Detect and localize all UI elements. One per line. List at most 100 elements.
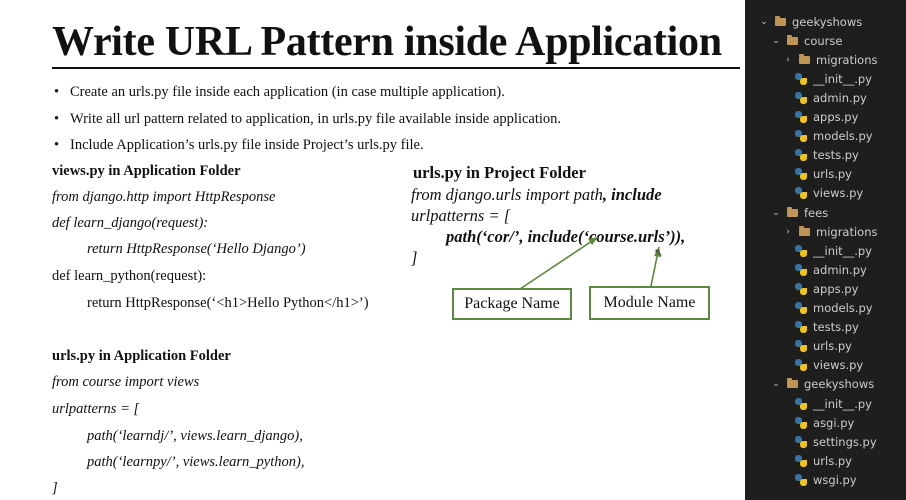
project-urls-code-line: ] <box>411 248 418 267</box>
chevron-down-icon[interactable]: ⌄ <box>772 379 780 390</box>
explorer-file-apps-py[interactable]: apps.py <box>745 279 906 298</box>
explorer-file-models-py[interactable]: models.py <box>745 299 906 318</box>
title-underline <box>52 67 740 69</box>
explorer-file-tests-py[interactable]: tests.py <box>745 146 906 165</box>
project-urls-path-line: path(‘cor/’, include(‘course.urls’)), <box>446 227 686 246</box>
explorer-item-label: urls.py <box>813 453 852 468</box>
explorer-item-label: fees <box>804 205 829 220</box>
project-urls-import-line: from django.urls import path, include <box>411 185 662 205</box>
explorer-file--init-py[interactable]: __init__.py <box>745 241 906 260</box>
explorer-file-settings-py[interactable]: settings.py <box>745 432 906 451</box>
python-file-icon <box>795 168 807 181</box>
explorer-folder-course[interactable]: ⌄ course <box>745 31 906 50</box>
explorer-item-label: urls.py <box>813 339 852 354</box>
python-file-icon <box>795 91 807 104</box>
views-code-line: from django.http import HttpResponse <box>52 189 276 205</box>
slide-title: Write URL Pattern inside Application <box>52 19 722 65</box>
chevron-down-icon[interactable]: ⌄ <box>772 207 780 218</box>
explorer-folder-migrations[interactable]: › migrations <box>745 50 906 69</box>
explorer-item-label: urls.py <box>813 167 852 182</box>
app-urls-code-line: urlpatterns = [ <box>52 401 140 417</box>
explorer-item-label: __init__.py <box>813 396 872 411</box>
bullet-item: • Write all url pattern related to applic… <box>52 111 561 138</box>
explorer-file--init-py[interactable]: __init__.py <box>745 394 906 413</box>
python-file-icon <box>795 263 807 276</box>
explorer-file-models-py[interactable]: models.py <box>745 127 906 146</box>
chevron-down-icon[interactable]: ⌄ <box>760 16 768 27</box>
explorer-item-label: models.py <box>813 301 873 315</box>
chevron-right-icon[interactable]: › <box>786 226 790 237</box>
explorer-file-admin-py[interactable]: admin.py <box>745 260 906 279</box>
explorer-item-label: views.py <box>813 186 864 201</box>
python-file-icon <box>795 111 807 123</box>
python-file-icon <box>795 340 807 353</box>
chevron-down-icon[interactable]: ⌄ <box>772 35 780 46</box>
bullet-dot-icon: • <box>54 84 60 100</box>
explorer-file-wsgi-py[interactable]: wsgi.py <box>745 470 906 489</box>
explorer-item-label: __init__.py <box>813 243 872 258</box>
views-code-line: def learn_python(request): <box>52 268 207 284</box>
explorer-file-urls-py[interactable]: urls.py <box>745 451 906 470</box>
app-urls-code-line: from course import views <box>52 374 200 390</box>
explorer-file-apps-py[interactable]: apps.py <box>745 108 906 127</box>
python-file-icon <box>795 130 807 143</box>
explorer-file-asgi-py[interactable]: asgi.py <box>745 413 906 432</box>
file-explorer: ⌄geekyshows⌄course›migrations__init__.py… <box>745 0 906 500</box>
python-file-icon <box>795 302 807 314</box>
explorer-file-views-py[interactable]: views.py <box>745 184 906 203</box>
explorer-item-label: geekyshows <box>804 377 875 392</box>
app-urls-code-line: path(‘learnpy/’, views.learn_python), <box>87 454 305 470</box>
python-file-icon <box>795 454 807 467</box>
explorer-file-urls-py[interactable]: urls.py <box>745 337 906 356</box>
python-file-icon <box>795 359 807 372</box>
explorer-item-label: models.py <box>813 129 873 144</box>
explorer-item-label: migrations <box>816 52 878 67</box>
bullet-dot-icon: • <box>54 137 60 153</box>
bullet-text: Create an urls.py file inside each appli… <box>70 84 505 100</box>
explorer-item-label: admin.py <box>813 262 867 277</box>
views-code-line: return HttpResponse(‘<h1>Hello Python</h… <box>87 295 369 311</box>
python-file-icon <box>795 473 807 486</box>
app-urls-code-line: ] <box>52 480 58 496</box>
module-name-callout: Module Name <box>589 286 710 320</box>
explorer-file-tests-py[interactable]: tests.py <box>745 318 906 337</box>
python-file-icon <box>795 187 807 200</box>
import-prefix: from django.urls import path <box>411 185 603 204</box>
python-file-icon <box>795 321 807 334</box>
explorer-file--init-py[interactable]: __init__.py <box>745 69 906 88</box>
explorer-item-label: tests.py <box>813 320 859 335</box>
python-file-icon <box>795 435 807 448</box>
views-code-line: return HttpResponse(‘Hello Django’) <box>87 241 306 257</box>
project-urls-heading: urls.py in Project Folder <box>413 163 586 182</box>
explorer-item-label: __init__.py <box>813 71 872 86</box>
explorer-item-label: views.py <box>813 358 864 373</box>
folder-icon <box>787 34 798 45</box>
explorer-file-views-py[interactable]: views.py <box>745 356 906 375</box>
views-code-line: def learn_django(request): <box>52 215 209 231</box>
bullet-item: • Create an urls.py file inside each appl… <box>52 84 561 111</box>
explorer-file-admin-py[interactable]: admin.py <box>745 88 906 107</box>
explorer-folder-fees[interactable]: ⌄ fees <box>745 203 906 222</box>
explorer-folder-geekyshows[interactable]: ⌄geekyshows <box>745 12 906 31</box>
bullet-item: •Include Application’s urls.py file insi… <box>52 137 561 164</box>
explorer-folder-geekyshows[interactable]: ⌄ geekyshows <box>745 375 906 394</box>
mouse-cursor-icon: ↖ <box>654 246 664 259</box>
python-file-icon <box>795 397 807 410</box>
explorer-item-label: wsgi.py <box>813 472 857 487</box>
explorer-item-label: admin.py <box>813 90 867 105</box>
views-heading: views.py in Application Folder <box>52 163 241 179</box>
explorer-item-label: migrations <box>816 224 878 239</box>
folder-icon <box>799 225 810 236</box>
explorer-item-label: apps.py <box>813 281 859 296</box>
explorer-item-label: course <box>804 33 843 48</box>
chevron-right-icon[interactable]: › <box>786 54 790 65</box>
python-file-icon <box>795 416 807 429</box>
explorer-folder-migrations[interactable]: › migrations <box>745 222 906 241</box>
package-name-callout: Package Name <box>452 288 572 320</box>
explorer-file-urls-py[interactable]: urls.py <box>745 165 906 184</box>
module-name-label: Module Name <box>603 294 696 311</box>
folder-icon <box>799 53 810 64</box>
bullet-dot-icon: • <box>54 110 60 127</box>
bullet-text: Write all url pattern related to applica… <box>70 110 562 127</box>
explorer-item-label: apps.py <box>813 110 859 124</box>
